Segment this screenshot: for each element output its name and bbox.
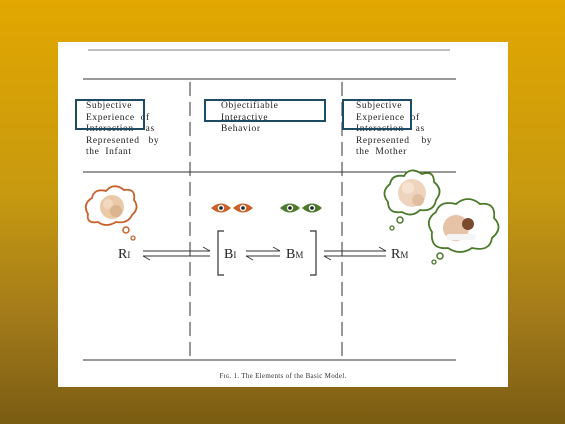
- right-bracket: [310, 230, 317, 276]
- left-bracket: [217, 230, 224, 276]
- node-b-mother: BM: [286, 247, 303, 262]
- highlight-box-behavior: [204, 99, 326, 122]
- behavior-column-header: Objectifiable Interactive Behavior: [221, 101, 279, 134]
- node-r-mother: RM: [391, 247, 408, 262]
- node-b-infant: BI: [224, 247, 236, 262]
- infant-thought-cloud-icon: [84, 185, 138, 241]
- diagram-lines: RI BI BM RM: [83, 49, 500, 361]
- infant-eyes-icon: [211, 203, 253, 213]
- mother-eyes-icon: [280, 203, 322, 213]
- highlight-box-infant: [75, 99, 145, 130]
- figure-panel: RI BI BM RM Subjective Experience of Int…: [58, 42, 508, 387]
- highlight-box-mother: [342, 99, 412, 130]
- node-r-infant: RI: [118, 247, 130, 262]
- mother-second-thought-cloud-icon: [427, 198, 500, 265]
- mother-thought-cloud-icon: [383, 169, 441, 231]
- arrows-ri-bi: [142, 246, 211, 261]
- figure-caption: Fɪɢ. 1. The Elements of the Basic Model.: [219, 372, 347, 380]
- arrows-bi-bm: [245, 246, 281, 261]
- arrows-bm-rm: [323, 246, 387, 261]
